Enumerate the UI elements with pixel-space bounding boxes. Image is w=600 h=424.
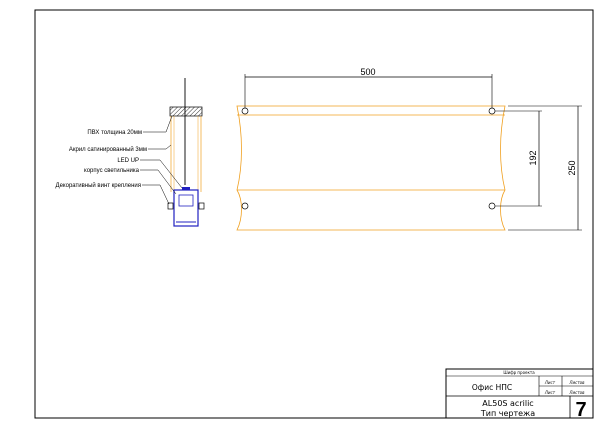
title-sheets-label-2: Листов bbox=[569, 390, 586, 395]
mount-hole-bottom-left bbox=[241, 202, 249, 210]
callout-acrylic: Акрил сатинированный 3мм bbox=[69, 146, 147, 153]
drawing-frame bbox=[34, 9, 594, 419]
company-logo: 7 bbox=[575, 399, 586, 421]
panel-outline bbox=[236, 105, 506, 231]
title-sheet-label-2: Лист bbox=[544, 390, 556, 395]
callout-pvc: ПВХ толщина 20мм bbox=[87, 130, 142, 136]
mount-hole-bottom-right bbox=[488, 202, 496, 210]
dimension-inner-height-value: 192 bbox=[528, 150, 538, 165]
title-block: Шифр проекта Офис НПС Лист Листов Лист Л… bbox=[445, 368, 594, 421]
callouts: ПВХ толщина 20мм Акрил сатинированный 3м… bbox=[56, 115, 183, 205]
title-project-code-label: Шифр проекта bbox=[503, 370, 535, 375]
dimension-total-height-value: 250 bbox=[567, 160, 577, 175]
decorative-screw-left bbox=[167, 202, 174, 210]
side-section-view bbox=[167, 78, 205, 227]
mount-hole-top-left bbox=[241, 107, 249, 115]
title-sheets-label: Листов bbox=[569, 380, 586, 385]
mount-hole-top-right bbox=[488, 107, 496, 115]
callout-housing: корпус светильника bbox=[84, 168, 140, 174]
dimension-total-height: 250 bbox=[508, 105, 582, 231]
title-drawing-name: AL50S acrilic bbox=[482, 399, 533, 408]
dimension-inner-height: 192 bbox=[495, 110, 542, 207]
dimension-width: 500 bbox=[244, 67, 493, 108]
title-project-name: Офис НПС bbox=[472, 383, 512, 392]
dimension-width-value: 500 bbox=[360, 67, 375, 77]
title-drawing-type: Тип чертежа bbox=[480, 409, 535, 418]
title-sheet-label: Лист bbox=[544, 380, 556, 385]
panel-front-view bbox=[236, 105, 506, 231]
callout-screw: Декоративный винт крепления bbox=[56, 182, 141, 189]
fixture-inner bbox=[178, 194, 194, 207]
pvc-block bbox=[169, 106, 203, 117]
callout-led: LED UP bbox=[117, 158, 139, 164]
led-strip bbox=[182, 187, 190, 190]
decorative-screw-right bbox=[198, 202, 205, 210]
